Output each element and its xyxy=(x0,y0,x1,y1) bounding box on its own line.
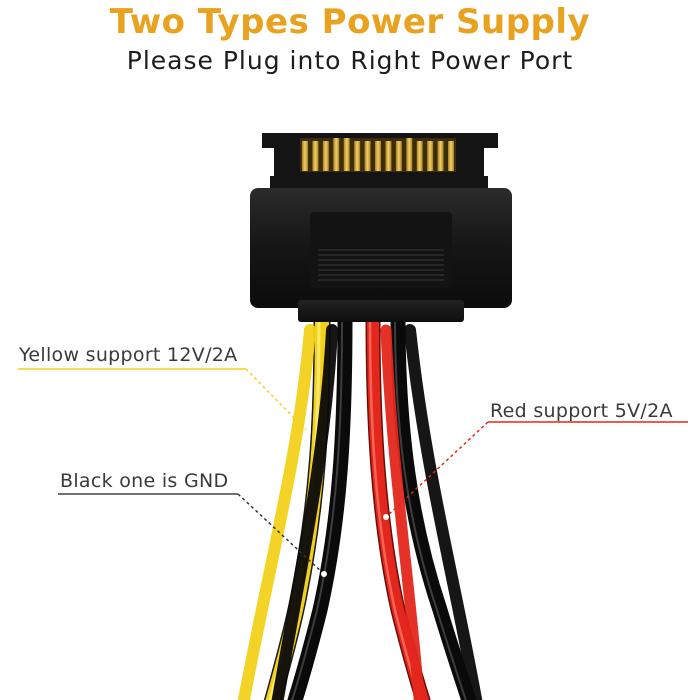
gold-pin xyxy=(312,141,319,171)
gold-pin xyxy=(322,141,329,171)
wire-bundle xyxy=(237,309,483,700)
gold-pin xyxy=(427,141,434,171)
connector-gold-pins xyxy=(300,138,456,172)
page-title: Two Types Power Supply xyxy=(109,2,591,42)
gold-pin xyxy=(375,141,381,171)
gold-pin xyxy=(437,141,444,171)
yellow-wire-label: Yellow support 12V/2A xyxy=(19,344,238,366)
black-wire-ground-1 xyxy=(287,310,353,700)
gold-pin xyxy=(395,141,402,171)
page-subtitle: Please Plug into Right Power Port xyxy=(126,46,574,75)
connector-grip-ridges xyxy=(318,249,444,281)
gold-pin xyxy=(364,141,371,171)
gold-pin xyxy=(416,141,423,171)
connector-collar xyxy=(298,300,464,322)
gold-pin xyxy=(333,138,340,171)
gold-pin xyxy=(343,138,350,171)
red-wire-label: Red support 5V/2A xyxy=(490,400,673,422)
gold-pin xyxy=(385,141,392,171)
gold-pin xyxy=(448,141,454,171)
gold-pin xyxy=(302,141,308,171)
black-wire-label: Black one is GND xyxy=(60,470,229,492)
sata-connector xyxy=(250,133,512,322)
black-wire-ground-2 xyxy=(390,310,477,700)
callout-lines xyxy=(18,368,688,577)
gold-pin xyxy=(406,138,413,171)
gold-pin xyxy=(354,141,361,171)
